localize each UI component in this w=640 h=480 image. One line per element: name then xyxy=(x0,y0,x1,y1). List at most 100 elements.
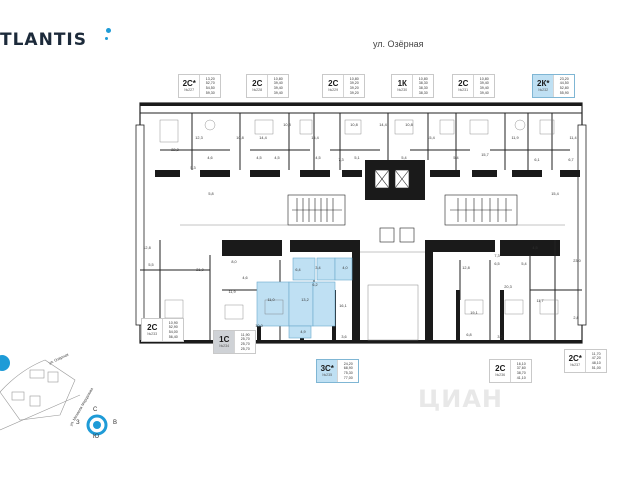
stair-core-left xyxy=(287,194,346,226)
apt-area: 39,40 xyxy=(273,81,283,86)
apt-area: 10,90 xyxy=(168,320,178,325)
brand-logo: TLANTIS xyxy=(0,30,87,50)
site-map xyxy=(0,355,81,431)
room-area: 4,5 xyxy=(532,246,538,250)
elevator-shafts xyxy=(374,169,415,243)
room-area: 10,0 xyxy=(255,324,263,328)
compass-north: С xyxy=(93,407,98,413)
apt-area: 48,10 xyxy=(591,361,601,365)
apt-area: 25,70 xyxy=(240,342,250,346)
apt-area: 38,30 xyxy=(418,86,428,90)
north-partitions xyxy=(140,112,582,170)
room-area: 2,8 xyxy=(573,316,579,320)
room-area: 6,7 xyxy=(568,158,574,162)
apt-area: 25,70 xyxy=(240,346,250,351)
apt-area: 23,20 xyxy=(559,76,569,81)
room-area: 11,4 xyxy=(569,136,577,140)
apt-number: №229 xyxy=(328,88,339,92)
compass-west: З xyxy=(76,420,80,426)
apt-number: №237 xyxy=(570,363,581,367)
apt-area: 10,80 xyxy=(479,76,489,81)
room-area: 10,8 xyxy=(236,136,244,140)
west-wall xyxy=(135,124,145,326)
apt-number: №235 xyxy=(322,373,333,377)
room-area: 6,2 xyxy=(312,283,318,287)
apt-area: 77,00 xyxy=(343,375,353,380)
apt-area: 68,90 xyxy=(343,366,353,371)
room-area: 14,4 xyxy=(379,123,387,127)
street-label: ул. Озёрная xyxy=(373,39,424,49)
apt-area: 52,90 xyxy=(168,325,178,330)
room-area: 5,4 xyxy=(401,156,407,160)
apt-number: №227 xyxy=(184,88,195,92)
apt-area: 25,70 xyxy=(240,337,250,342)
furniture xyxy=(159,119,559,320)
apt-area: 41,10 xyxy=(516,375,526,380)
room-area: 15,4 xyxy=(427,136,435,140)
room-area: 23,0 xyxy=(573,259,581,263)
apt-area: 39,40 xyxy=(479,86,489,90)
room-area: 10,8 xyxy=(405,123,413,127)
apt-area: 44,50 xyxy=(559,81,569,86)
apt-area: 56,40 xyxy=(168,334,178,339)
room-area: 14,4 xyxy=(259,136,267,140)
apt-area: 10,80 xyxy=(418,76,428,81)
apt-area: 37,60 xyxy=(516,366,526,371)
room-area: 4,5 xyxy=(274,156,280,160)
apt-area: 38,30 xyxy=(418,81,428,86)
apt-area: 16,10 xyxy=(516,361,526,366)
room-area: 16,1 xyxy=(339,304,347,308)
apt-type: 2С xyxy=(458,79,469,88)
apt-number: №232 xyxy=(538,88,549,92)
room-area: 11,0 xyxy=(267,298,275,302)
room-area: 15,7 xyxy=(481,153,489,157)
site-marker xyxy=(0,355,10,371)
east-wall xyxy=(577,124,587,326)
apt-area: 38,30 xyxy=(418,90,428,95)
apt-area: 54,50 xyxy=(205,86,215,90)
room-area: 4,6 xyxy=(207,156,213,160)
room-area: 8,0 xyxy=(231,260,237,264)
apt-area: 10,80 xyxy=(349,76,359,81)
apt-area: 54,00 xyxy=(168,330,178,334)
apt-type: 2С* xyxy=(182,79,196,88)
apt-area: 39,40 xyxy=(479,90,489,95)
room-area: 19,1 xyxy=(470,311,478,315)
compass-south: Ю xyxy=(93,434,100,440)
room-area: 4,5 xyxy=(315,156,321,160)
compass-east: В xyxy=(113,420,118,426)
room-area: 5,8 xyxy=(208,192,214,196)
room-area: 21,0 xyxy=(196,268,204,272)
apt-area: 10,80 xyxy=(273,76,283,81)
apt-number: №233 xyxy=(147,332,158,336)
apt-number: №228 xyxy=(252,88,263,92)
apt-area: 38,70 xyxy=(516,371,526,375)
room-area: 20,3 xyxy=(504,285,512,289)
apt-number: №230 xyxy=(397,88,408,92)
room-area: 11,9 xyxy=(511,136,519,140)
apt-type: 1С xyxy=(219,335,230,344)
room-area: 3,2 xyxy=(497,335,503,339)
apt-number: №234 xyxy=(219,344,230,348)
apt-type: 2К* xyxy=(537,79,550,88)
apt-area: 11,70 xyxy=(591,351,601,356)
apt-area: 47,20 xyxy=(591,356,601,361)
room-area: 11,9 xyxy=(228,290,236,294)
apt-area: 24,20 xyxy=(343,361,353,366)
room-area: 6,4 xyxy=(295,268,301,272)
room-area: 12,8 xyxy=(462,266,470,270)
corridor-lines xyxy=(180,224,565,341)
selected-apartment-235 xyxy=(256,257,353,339)
apt-area: 13,20 xyxy=(205,76,215,81)
